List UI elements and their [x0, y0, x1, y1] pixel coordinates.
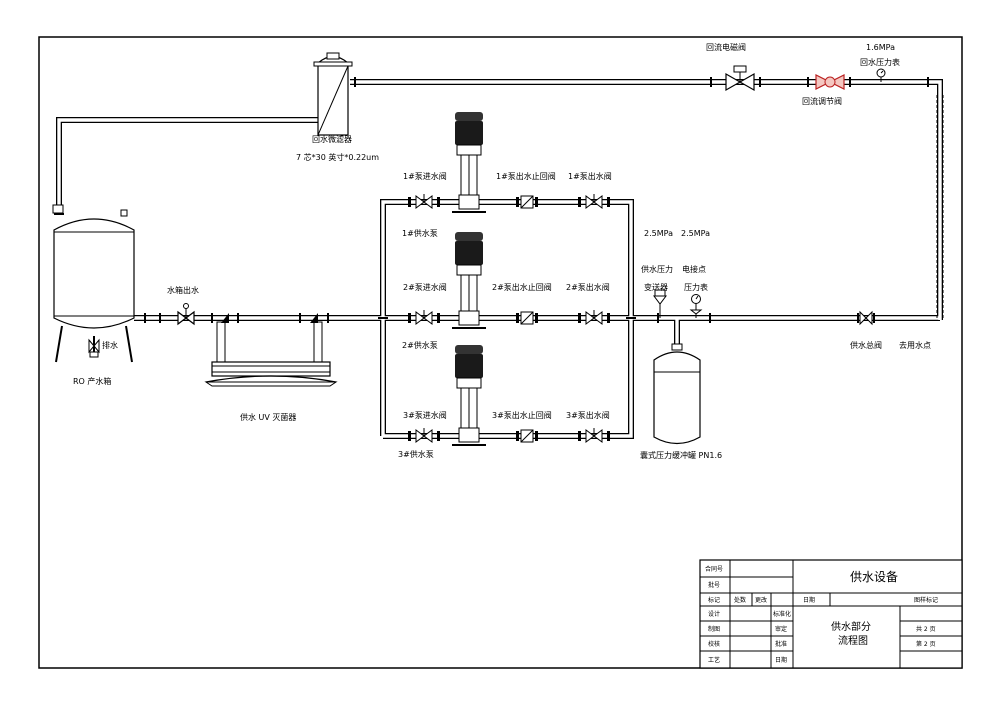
tb-change: 更改	[755, 596, 767, 604]
tb-drawing-title-2: 流程图	[838, 634, 868, 647]
drawing-frame	[38, 36, 963, 669]
tb-contract-no: 合同号	[705, 565, 723, 573]
tb-sample-mark: 图样标记	[914, 596, 938, 604]
uv-sterilizer-icon	[204, 313, 338, 387]
label-bladder-tank: 囊式压力缓冲罐 PN1.6	[640, 450, 722, 460]
pump-2-outlet-valve-icon	[578, 310, 610, 325]
tb-count: 处数	[734, 596, 746, 604]
label-pump3-outlet-valve: 3#泵出水阀	[566, 410, 610, 420]
pump-1-outlet-valve-icon	[578, 194, 610, 209]
label-return-regulating-valve: 回流调节阀	[802, 96, 842, 106]
label-use-point: 去用水点	[899, 340, 931, 350]
label-pump1-outlet-valve: 1#泵出水阀	[568, 171, 612, 181]
solenoid-valve-icon	[725, 65, 755, 92]
tb-check: 校核	[708, 640, 720, 648]
label-pump2-inlet-valve: 2#泵进水阀	[403, 282, 447, 292]
tb-mark: 标记	[708, 596, 720, 604]
main-supply-valve-icon	[859, 310, 873, 326]
tb-review: 审定	[775, 625, 787, 633]
label-pump1: 1#供水泵	[402, 228, 438, 238]
pump-1-inlet-valve-icon	[408, 194, 440, 209]
label-return-filter: 回水微滤器	[312, 134, 352, 144]
pipe-flanges	[54, 77, 929, 323]
regulating-valve-icon	[815, 74, 845, 90]
label-pressure-value-1: 2.5MPa	[644, 229, 673, 238]
pump-3-check-valve-icon	[516, 429, 538, 443]
tb-page-no: 第 2 页	[916, 640, 936, 648]
pump-3-outlet-valve-icon	[578, 428, 610, 443]
label-pump2-check-valve: 2#泵出水止回阀	[492, 282, 552, 292]
label-uv-sterilizer: 供水 UV 灭菌器	[240, 412, 296, 422]
ro-tank-icon	[52, 204, 135, 363]
tb-date: 日期	[803, 596, 815, 604]
pump-2-check-valve-icon	[516, 311, 538, 325]
label-ro-tank: RO 产水箱	[73, 376, 111, 386]
diagram-labels: 回流电磁阀 1.6MPa 回水压力表 回流调节阀 回水微滤器 7 芯*30 英寸…	[73, 42, 931, 460]
label-tank-outlet: 水箱出水	[167, 285, 199, 295]
label-return-solenoid-valve: 回流电磁阀	[706, 42, 746, 52]
label-pressure-transmitter-2: 变送器	[644, 282, 668, 292]
tb-process: 工艺	[708, 656, 720, 664]
label-pressure-value-2: 2.5MPa	[681, 229, 710, 238]
tb-draw: 制图	[708, 625, 720, 633]
pump-2-icon	[452, 232, 486, 329]
label-pump1-check-valve: 1#泵出水止回阀	[496, 171, 556, 181]
label-main-valve: 供水总阀	[850, 340, 882, 350]
label-return-pressure-value: 1.6MPa	[866, 43, 895, 52]
pipe-network	[56, 79, 943, 439]
pump-1-icon	[452, 112, 486, 213]
label-pump3: 3#供水泵	[398, 449, 434, 459]
label-return-pressure-gauge: 回水压力表	[860, 57, 900, 67]
tb-approve: 批准	[775, 640, 787, 648]
return-filter-icon	[313, 52, 353, 136]
tb-date2: 日期	[775, 656, 787, 664]
title-block: 合同号 批号 标记 处数 更改 日期 设计 标准化 制图 审定 校核 批准 工艺…	[699, 559, 963, 669]
label-contact-gauge-1: 电接点	[682, 264, 706, 274]
tb-total-pages: 共 2 页	[916, 625, 936, 633]
drain-valve-icon	[88, 338, 100, 358]
label-pressure-transmitter-1: 供水压力	[641, 264, 673, 274]
tb-standardize: 标准化	[773, 610, 791, 618]
pressure-transmitter-icon	[653, 289, 667, 318]
tb-drawing-title-1: 供水部分	[831, 620, 871, 633]
contact-pressure-gauge-icon	[689, 294, 703, 318]
label-filter-spec: 7 芯*30 英寸*0.22um	[296, 152, 379, 162]
label-pump2: 2#供水泵	[402, 340, 438, 350]
bladder-tank-icon	[653, 343, 701, 445]
dashed-return-line	[936, 95, 944, 318]
tb-sub-no: 批号	[708, 581, 720, 589]
label-drain: 排水	[102, 340, 118, 350]
label-pump1-inlet-valve: 1#泵进水阀	[403, 171, 447, 181]
label-pump2-outlet-valve: 2#泵出水阀	[566, 282, 610, 292]
tb-project-name: 供水设备	[850, 570, 898, 584]
pump-3-icon	[452, 345, 486, 446]
label-pump3-inlet-valve: 3#泵进水阀	[403, 410, 447, 420]
tank-outlet-valve-icon	[177, 303, 195, 326]
tb-design: 设计	[708, 610, 720, 618]
label-pump3-check-valve: 3#泵出水止回阀	[492, 410, 552, 420]
return-pressure-gauge-icon	[876, 68, 886, 82]
label-contact-gauge-2: 压力表	[684, 282, 708, 292]
pump-1-check-valve-icon	[516, 195, 538, 209]
pump-3-inlet-valve-icon	[408, 428, 440, 443]
pump-2-inlet-valve-icon	[408, 310, 440, 325]
